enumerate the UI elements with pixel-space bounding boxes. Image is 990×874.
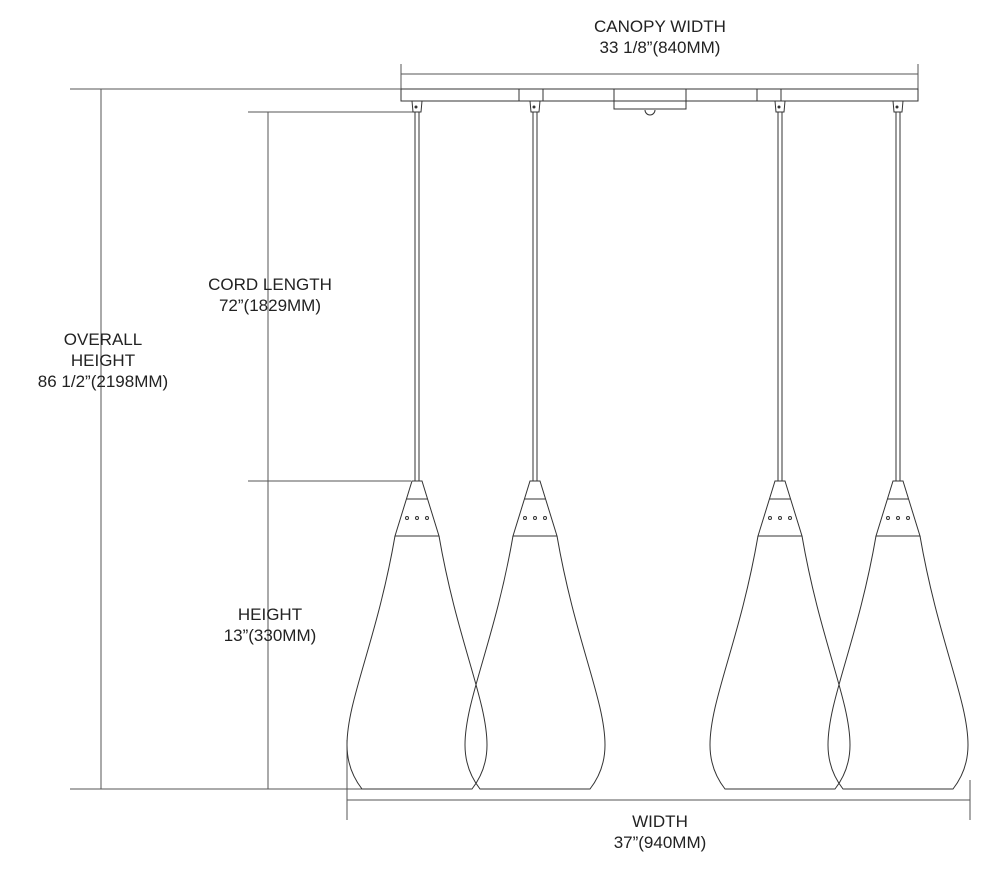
- glass-shade: [346, 535, 488, 790]
- glass-shade: [709, 535, 851, 790]
- pendant-cap: [875, 480, 921, 537]
- vent-hole: [523, 516, 527, 520]
- overall-height-label: OVERALL HEIGHT 86 1/2”(2198MM): [0, 329, 206, 392]
- cord-length-title: CORD LENGTH: [208, 275, 332, 294]
- cord-connector: [411, 100, 423, 113]
- vent-hole: [906, 516, 910, 520]
- width-value: 37”(940MM): [613, 833, 707, 852]
- width-title: WIDTH: [632, 812, 688, 831]
- glass-shade: [827, 535, 969, 790]
- height-title: HEIGHT: [237, 605, 303, 624]
- connector-screw: [895, 105, 899, 109]
- canopy: [400, 88, 919, 116]
- overall-height-value: 86 1/2”(2198MM): [37, 372, 169, 391]
- connector-screw: [777, 105, 781, 109]
- vent-hole: [788, 516, 792, 520]
- vent-hole: [543, 516, 547, 520]
- overall-height-title-line2: HEIGHT: [70, 351, 136, 370]
- canopy-width-dimension: [400, 64, 919, 89]
- vent-hole: [768, 516, 772, 520]
- connector-screw: [532, 105, 536, 109]
- cord-connector: [774, 100, 786, 113]
- canopy-width-label: CANOPY WIDTH 33 1/8”(840MM): [520, 16, 800, 58]
- overall-height-title-line1: OVERALL: [63, 330, 143, 349]
- pendant-3: [709, 100, 851, 790]
- vent-hole: [533, 516, 537, 520]
- canopy-width-value: 33 1/8”(840MM): [599, 38, 721, 57]
- pendant-cap: [757, 480, 803, 537]
- vent-hole: [425, 516, 429, 520]
- pendant-2: [464, 100, 606, 790]
- canopy-width-title: CANOPY WIDTH: [594, 17, 726, 36]
- width-label: WIDTH 37”(940MM): [560, 811, 760, 853]
- connector-screw: [414, 105, 418, 109]
- cord-length-dimension: [248, 111, 415, 482]
- cord-length-value: 72”(1829MM): [218, 296, 322, 315]
- cord-connector: [529, 100, 541, 113]
- pendant-4: [827, 100, 969, 790]
- cord-length-label: CORD LENGTH 72”(1829MM): [160, 274, 380, 316]
- width-dimension: [346, 740, 971, 820]
- vent-hole: [896, 516, 900, 520]
- vent-hole: [405, 516, 409, 520]
- pendant-cap: [512, 480, 558, 537]
- vent-hole: [778, 516, 782, 520]
- vent-hole: [886, 516, 890, 520]
- vent-hole: [415, 516, 419, 520]
- cord-connector: [892, 100, 904, 113]
- height-value: 13”(330MM): [223, 626, 317, 645]
- pendant-cap: [394, 480, 440, 537]
- overall-height-dimension: [70, 88, 401, 790]
- pendants: [346, 100, 969, 790]
- height-label: HEIGHT 13”(330MM): [170, 604, 370, 646]
- pendant-1: [346, 100, 488, 790]
- glass-shade: [464, 535, 606, 790]
